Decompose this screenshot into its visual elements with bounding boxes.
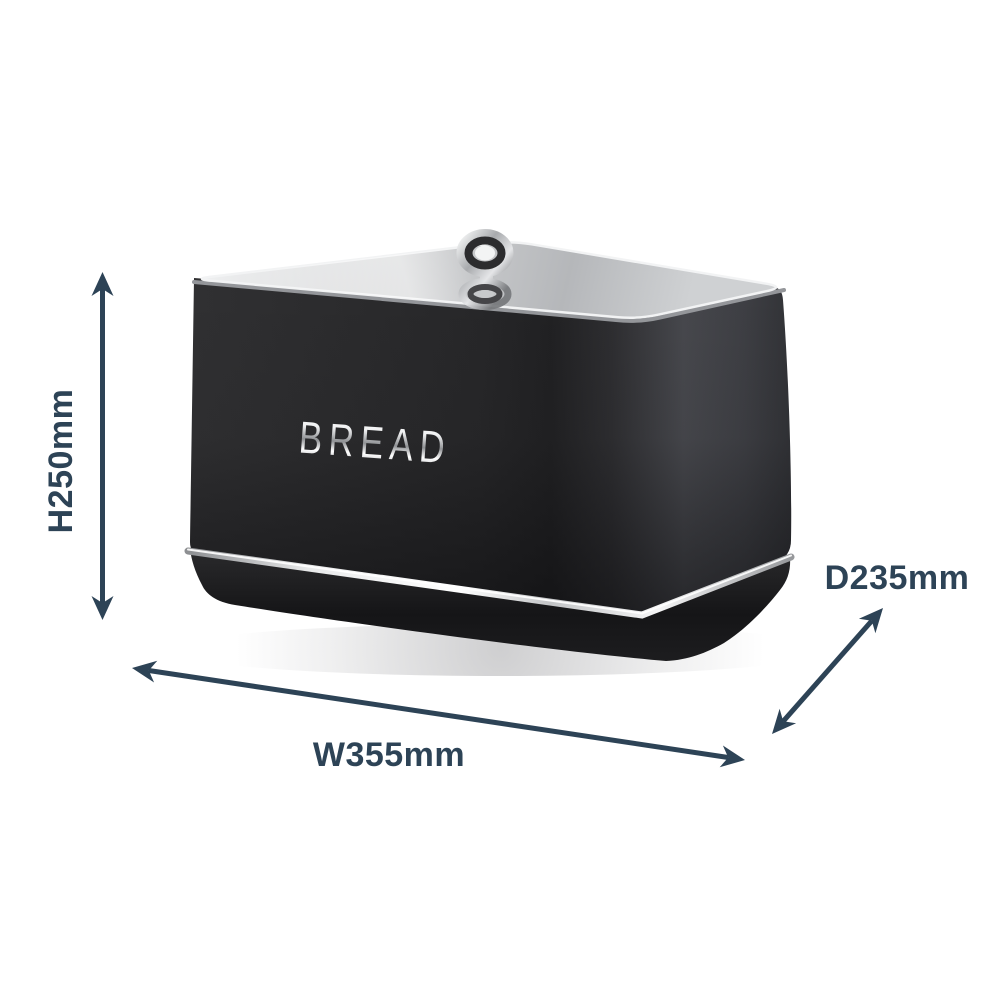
chrome-trim-highlight [187, 548, 792, 615]
arrowhead-lower [772, 708, 797, 734]
height-arrow [91, 272, 114, 620]
depth-dimension-label: D235mm [824, 559, 970, 597]
lid-rim [192, 280, 786, 323]
arrowhead-right [719, 745, 745, 768]
width-arrow [132, 660, 745, 768]
handle-reflection [458, 278, 512, 310]
arrowhead-left [132, 660, 158, 683]
arrowhead-down [91, 596, 114, 620]
width-dimension-label: W355mm [312, 736, 466, 774]
bin-base [190, 548, 791, 661]
arrowhead-up [91, 272, 114, 296]
chrome-trim [184, 547, 795, 619]
arrowhead-upper [858, 608, 883, 634]
height-dimension-label: H250mm [42, 388, 80, 534]
depth-arrow [772, 608, 883, 734]
